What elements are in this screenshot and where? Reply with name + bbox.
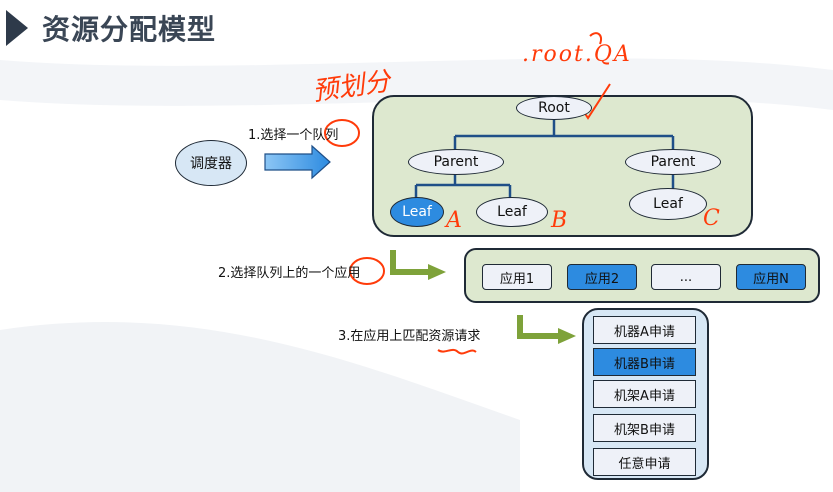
- request-machine-a: 机器A申请: [593, 316, 696, 344]
- request-any: 任意申请: [593, 448, 696, 476]
- app-item-n: 应用N: [736, 264, 806, 290]
- tree-node-leaf-a: Leaf: [390, 197, 444, 227]
- app-item-ellipsis: ...: [651, 264, 721, 290]
- request-rack-a: 机架A申请: [593, 380, 696, 408]
- tree-node-parent-right: Parent: [625, 149, 721, 175]
- tree-node-parent-left: Parent: [408, 149, 504, 175]
- slide-title: 资源分配模型: [42, 13, 217, 46]
- step-3-label: 3.在应用上匹配资源请求: [338, 329, 481, 344]
- annotation-mark-b: B: [551, 208, 568, 233]
- request-machine-b: 机器B申请: [593, 348, 696, 376]
- annotation-mark-a: A: [446, 208, 462, 233]
- tree-node-leaf-b: Leaf: [476, 197, 548, 227]
- tree-node-leaf-c: Leaf: [629, 188, 707, 220]
- step-2-label: 2.选择队列上的一个应用: [218, 266, 361, 281]
- app-item-1: 应用1: [482, 264, 552, 290]
- step-1-label: 1.选择一个队列: [248, 128, 339, 143]
- annotation-root-qa: .root.QA: [522, 42, 632, 67]
- app-item-2: 应用2: [567, 264, 637, 290]
- annotation-mark-c: C: [703, 206, 720, 231]
- title-marker-icon: [6, 10, 28, 46]
- scheduler-node: 调度器: [175, 140, 247, 186]
- request-rack-b: 机架B申请: [593, 414, 696, 442]
- tree-node-root: Root: [516, 96, 592, 120]
